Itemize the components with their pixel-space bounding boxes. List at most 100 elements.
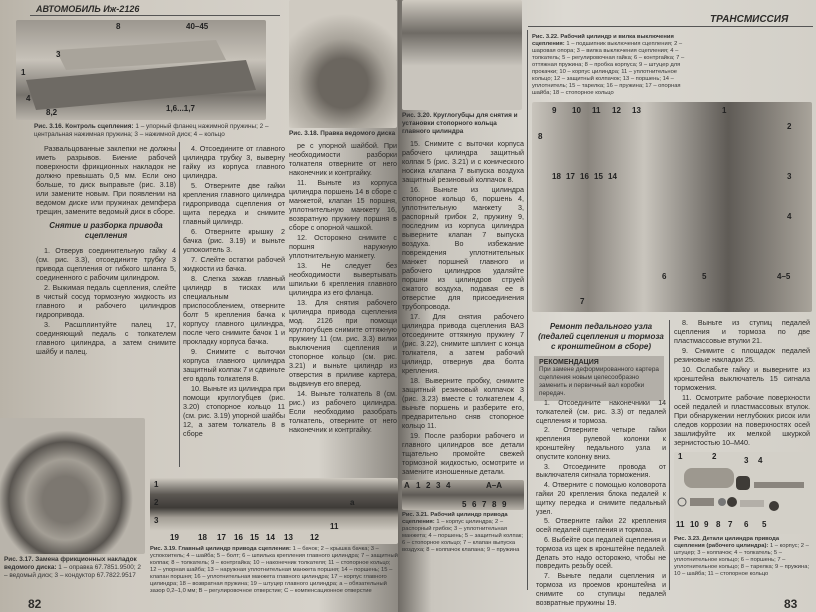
figure-label: 8,2 — [46, 108, 58, 117]
figure-label: 1 — [154, 480, 159, 489]
right-column-3-stack: 8. Выньте из ступиц педалей сцепления и … — [674, 318, 810, 578]
text: 4. Отверните с помощью коловорота гайки … — [536, 482, 666, 516]
figure-3-18-caption: Рис. 3.18. Правка ведомого диска — [289, 130, 396, 137]
figure-3-21-slave-cylinder: A 1 2 3 4 A–A 5 6 7 8 9 — [402, 480, 524, 510]
text: 11 — [676, 520, 685, 529]
text: 9. Снимите с площадок педалей резиновые … — [674, 346, 810, 364]
text: 5 — [702, 272, 707, 281]
figure-3-17-friction-lining-replacement — [0, 418, 145, 554]
text: 10. Ослабьте гайку и выверните из кроншт… — [674, 365, 810, 392]
text: 11. Осмотрите рабочие поверхности осей п… — [674, 393, 810, 447]
text: 1 – корпус цилиндра; 2 – распорный грибо… — [402, 519, 523, 553]
text: 6 — [662, 272, 667, 281]
figure-3-16-clutch-diagram: 8 40–45 3 1 4 8,2 1,6...1,7 — [16, 20, 266, 120]
text: 1 – корпус; 2 – штуцер; 3 – колпачок; 4 … — [674, 543, 810, 577]
text: 3 — [436, 481, 441, 490]
clutch-section-drawing — [26, 40, 256, 110]
text: 8. Выньте из ступиц педалей сцепления и … — [674, 318, 810, 345]
text: 13 — [632, 106, 641, 115]
text: 14. Выньте толкатель 8 (см. рис.) из раб… — [289, 389, 397, 434]
right-column-3: 8. Выньте из ступиц педалей сцепления и … — [674, 318, 810, 448]
text: 10. Выньте из цилиндра при помощи кругло… — [183, 384, 286, 438]
text: 5 — [462, 500, 467, 509]
text: Рис. 3.22. Рабочий цилиндр и вилка выклю… — [532, 34, 674, 47]
text: 1 — [678, 452, 683, 461]
recommendation-title: РЕКОМЕНДАЦИЯ — [539, 359, 599, 366]
figure-label: a — [350, 498, 355, 507]
text: A — [404, 481, 410, 490]
text: 8 — [538, 132, 543, 141]
figure-3-22-caption: Рис. 3.22. Рабочий цилиндр и вилка выклю… — [532, 34, 692, 97]
text: 1 — [416, 481, 421, 490]
text: 1 – оправка 67.7851.9500; 2 – ведомый ди… — [4, 564, 141, 579]
right-page: ТРАНСМИССИЯ Рис. 3.20. Круглогубцы для с… — [398, 0, 816, 612]
text: 17 — [566, 172, 575, 181]
figure-label: 3 — [56, 50, 61, 59]
text: Рис. 3.19. Главный цилиндр привода сцепл… — [150, 546, 291, 552]
text: Рис. 3.16. Контроль сцепления: — [34, 123, 134, 130]
figure-label: 8 — [116, 22, 121, 31]
figure-3-23-caption: Рис. 3.23. Детали цилиндра привода сцепл… — [674, 536, 810, 578]
text: 6 — [744, 520, 749, 529]
left-column-2: 4. Отсоедините от главного цилиндра труб… — [183, 144, 285, 439]
figure-label: 40–45 — [186, 22, 209, 31]
section-heading: Снятие и разборка привода сцепления — [49, 221, 163, 240]
text: 6. Отверните крышку 2 бачка (рис. 3.19) … — [183, 227, 285, 254]
text: 7. Слейте остатки рабочей жидкости из ба… — [183, 255, 285, 273]
text: 2. Выжимая педаль сцепления, слейте в чи… — [36, 283, 176, 319]
text: 1 – упорный фланец нажимной пружины; 2 –… — [34, 123, 269, 138]
figure-label: 17 — [217, 533, 226, 542]
text: 1 – бачок; 2 – крышка бачка; 3 – успокои… — [150, 546, 398, 594]
figure-3-19-caption: Рис. 3.19. Главный цилиндр привода сцепл… — [150, 546, 398, 595]
text: 16. Выньте из цилиндра стопорное кольцо … — [402, 185, 524, 311]
figure-label: 1,6...1,7 — [166, 104, 195, 113]
figure-3-23-cylinder-parts: 1 2 3 4 11 10 9 8 7 6 5 — [674, 452, 810, 534]
figure-label: 2 — [154, 498, 159, 507]
text: 19. После разборки рабочего и главного ц… — [402, 431, 524, 476]
text: 8. Слегка зажав главный цилиндр в тисках… — [183, 274, 285, 346]
text: 18 — [552, 172, 561, 181]
right-column-1: 15. Снимите с выточки корпуса рабочего ц… — [402, 139, 524, 477]
figure-label: 13 — [284, 533, 293, 542]
text: 2. Отверните четыре гайки крепления руле… — [536, 427, 666, 461]
figure-label: 4 — [26, 94, 31, 103]
figure-label: 15 — [250, 533, 259, 542]
text: Рис. 3.23. Детали цилиндра привода сцепл… — [674, 536, 780, 549]
figure-3-18-disc-straightening — [289, 0, 397, 128]
text: 3. Отсоедините провода от выключателя си… — [536, 463, 666, 480]
text: 4 — [758, 456, 763, 465]
text: 15 — [594, 172, 603, 181]
figure-label: 12 — [310, 533, 319, 542]
right-column-1-stack: Рис. 3.20. Круглогубцы для снятия и уста… — [402, 0, 524, 554]
text: 9. Снимите с выточки корпуса главного ци… — [183, 347, 285, 383]
figure-3-19-master-cylinder: 1 2 3 19 18 17 16 15 14 13 12 11 a — [150, 478, 398, 544]
text: 12 — [612, 106, 621, 115]
section-heading: Ремонт педального узла (педалей сцеплени… — [538, 322, 664, 351]
figure-3-17-caption: Рис. 3.17. Замена фрикционных накладок в… — [4, 556, 146, 580]
text: 4–5 — [777, 272, 791, 281]
figure-label: 3 — [154, 516, 159, 525]
text: 17. Для снятия рабочего цилиндра привода… — [402, 312, 524, 375]
text: 13. Для снятия рабочего цилиндра привода… — [289, 298, 397, 388]
left-column-1: Развальцованные заклепки не должны иметь… — [36, 144, 176, 357]
text: 7 — [728, 520, 733, 529]
text: 18. Выверните пробку, снимите защитный р… — [402, 376, 524, 430]
figure-label: 11 — [330, 522, 339, 531]
text: 6 — [472, 500, 477, 509]
text: 8 — [716, 520, 721, 529]
left-column-3-stack: Рис. 3.18. Правка ведомого диска ре с уп… — [289, 0, 397, 435]
text: 2 — [787, 122, 792, 131]
text: 7. Выньте педали сцепления и тормоза из … — [536, 573, 666, 607]
text: 9 — [502, 500, 507, 509]
recommendation-text: При замене деформированного картера сцеп… — [539, 366, 659, 397]
text: 4. Отсоедините от главного цилиндра труб… — [183, 144, 285, 180]
figure-3-16-caption: Рис. 3.16. Контроль сцепления: 1 – упорн… — [34, 123, 274, 139]
text: 3 — [744, 456, 749, 465]
text: Рис. 3.17. Замена фрикционных накладок в… — [4, 556, 137, 571]
figure-label: 16 — [234, 533, 243, 542]
running-header: ТРАНСМИССИЯ — [710, 14, 789, 25]
text: 1 — [722, 106, 727, 115]
left-page: АВТОМОБИЛЬ Иж-2126 8 40–45 3 1 4 8,2 1,6… — [0, 0, 398, 612]
text: 12. Осторожно снимите с поршня наружную … — [289, 233, 397, 260]
figure-3-20-pliers — [402, 0, 522, 110]
